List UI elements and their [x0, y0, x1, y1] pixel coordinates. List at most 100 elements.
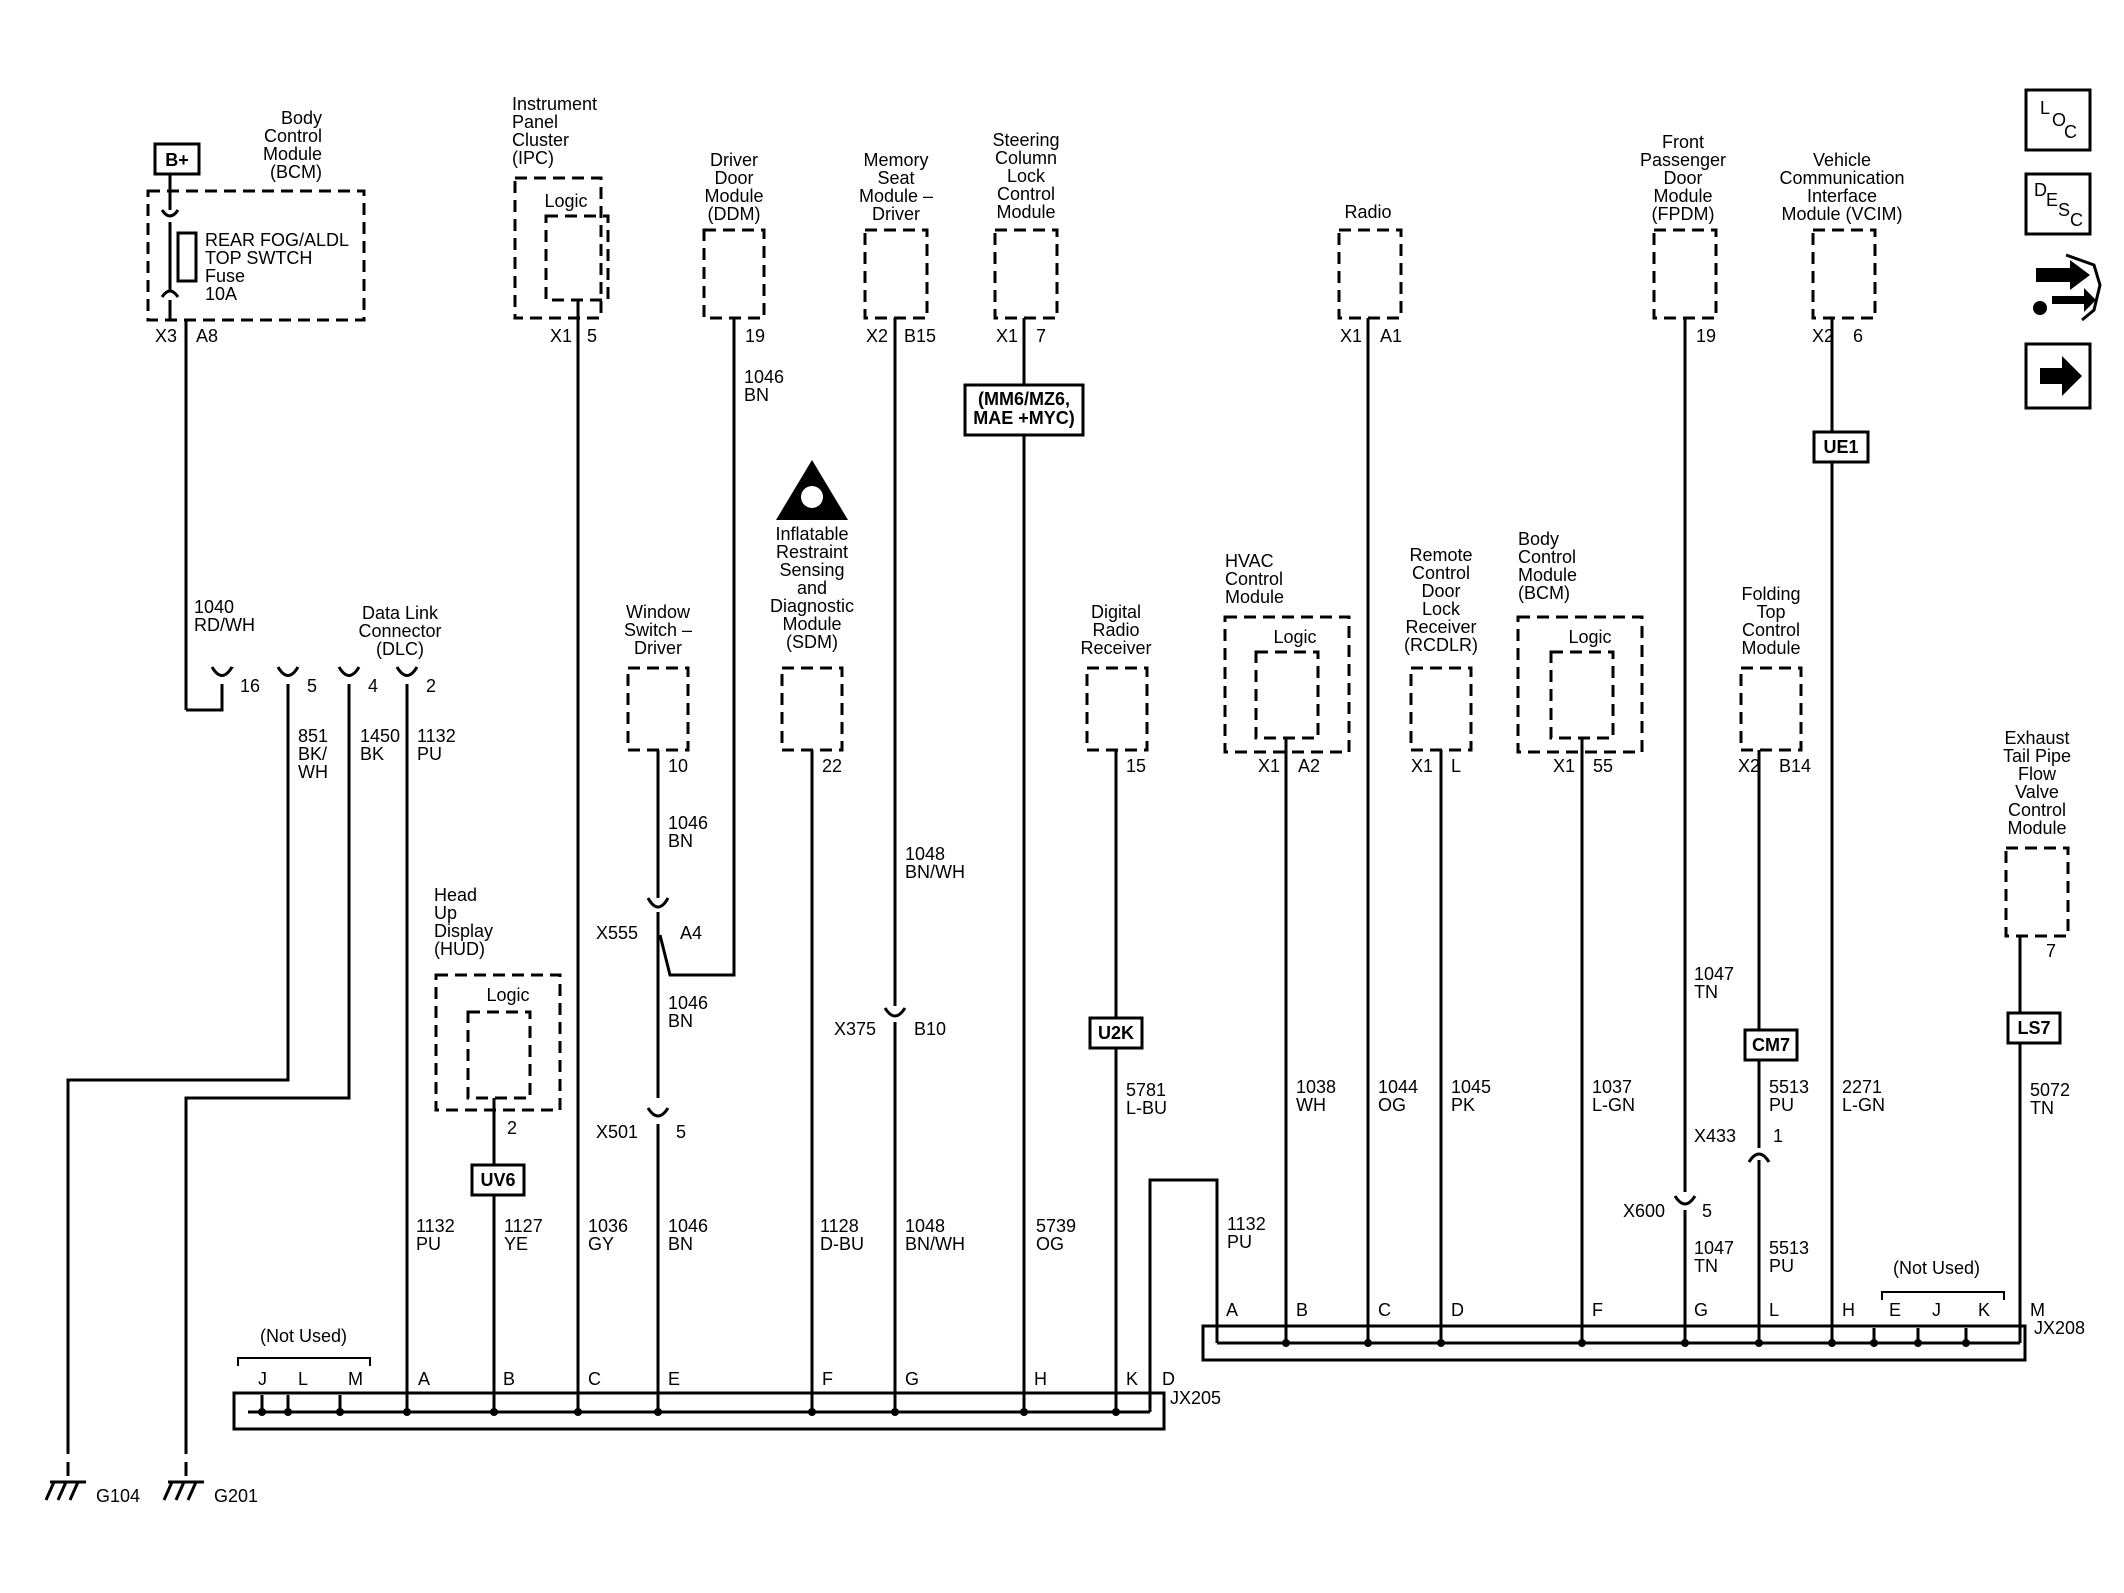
svg-text:1047: 1047: [1694, 964, 1734, 984]
exhaust-valve-control-module: Exhaust Tail Pipe Flow Valve Control Mod…: [2003, 728, 2071, 1045]
svg-text:Module: Module: [1653, 186, 1712, 206]
svg-text:1450: 1450: [360, 726, 400, 746]
svg-text:1048: 1048: [905, 844, 945, 864]
svg-text:PU: PU: [1227, 1232, 1252, 1252]
svg-text:7: 7: [1036, 326, 1046, 346]
svg-text:JX205: JX205: [1170, 1388, 1221, 1408]
svg-text:L-GN: L-GN: [1592, 1095, 1635, 1115]
svg-text:2271: 2271: [1842, 1077, 1882, 1097]
svg-text:1036: 1036: [588, 1216, 628, 1236]
radio-module: Radio X1 A1: [1337, 202, 1403, 346]
description-button[interactable]: D E S C: [2024, 172, 2092, 236]
svg-text:851: 851: [298, 726, 328, 746]
svg-text:Top: Top: [1756, 602, 1785, 622]
svg-text:Module: Module: [1225, 587, 1284, 607]
svg-text:X1: X1: [996, 326, 1018, 346]
svg-text:Receiver: Receiver: [1405, 617, 1476, 637]
svg-text:Front: Front: [1662, 132, 1704, 152]
svg-text:Driver: Driver: [872, 204, 920, 224]
svg-text:Door: Door: [714, 168, 753, 188]
svg-text:Instrument: Instrument: [512, 94, 597, 114]
svg-text:Receiver: Receiver: [1080, 638, 1151, 658]
svg-text:C: C: [2070, 210, 2083, 230]
svg-text:Control: Control: [1742, 620, 1800, 640]
svg-text:5: 5: [676, 1122, 686, 1142]
next-arrow-button[interactable]: [2024, 342, 2092, 410]
svg-text:(Not Used): (Not Used): [260, 1326, 347, 1346]
svg-text:Restraint: Restraint: [776, 542, 848, 562]
svg-text:Control: Control: [2008, 800, 2066, 820]
svg-text:1127: 1127: [504, 1216, 543, 1236]
svg-text:X1: X1: [1553, 756, 1575, 776]
jx205-connector: (Not Used) JX205 J L M A B C E F G H K D: [232, 1326, 1221, 1431]
svg-text:L: L: [2040, 98, 2050, 118]
fuse-type: Fuse: [205, 266, 245, 286]
svg-text:Control: Control: [997, 184, 1055, 204]
svg-text:Module (VCIM): Module (VCIM): [1781, 204, 1902, 224]
jx205-pin-letters: J L M A B C E F G H K D: [258, 1369, 1175, 1389]
svg-text:Driver: Driver: [634, 638, 682, 658]
svg-text:D: D: [1451, 1300, 1464, 1320]
option-badge: CM7: [1752, 1035, 1790, 1055]
svg-text:55: 55: [1593, 756, 1613, 776]
svg-text:BN: BN: [668, 831, 693, 851]
svg-text:X1: X1: [1411, 756, 1433, 776]
svg-text:Driver: Driver: [710, 150, 758, 170]
svg-text:Flow: Flow: [2018, 764, 2057, 784]
svg-text:19: 19: [1696, 326, 1716, 346]
svg-text:Switch –: Switch –: [624, 620, 692, 640]
svg-text:L: L: [298, 1369, 308, 1389]
svg-text:Radio: Radio: [1344, 202, 1391, 222]
fuse-name: REAR FOG/ALDL: [205, 230, 349, 250]
svg-text:OG: OG: [1378, 1095, 1406, 1115]
svg-text:Data Link: Data Link: [362, 603, 439, 623]
svg-text:S: S: [2058, 200, 2070, 220]
svg-text:X433: X433: [1694, 1126, 1736, 1146]
svg-text:BN: BN: [668, 1234, 693, 1254]
pin-label: X3: [155, 326, 177, 346]
svg-text:Sensing: Sensing: [779, 560, 844, 580]
svg-text:Body: Body: [1518, 529, 1559, 549]
svg-text:A4: A4: [680, 923, 702, 943]
hud-module: Head Up Display (HUD) Logic 2 UV6: [434, 885, 562, 1197]
svg-text:WH: WH: [1296, 1095, 1326, 1115]
location-button[interactable]: L O C: [2024, 88, 2092, 152]
svg-text:X1: X1: [1340, 326, 1362, 346]
svg-text:X501: X501: [596, 1122, 638, 1142]
svg-text:1045: 1045: [1451, 1077, 1491, 1097]
connector-tool-icon[interactable]: [2033, 253, 2102, 322]
svg-text:Module: Module: [782, 614, 841, 634]
svg-text:Control: Control: [1518, 547, 1576, 567]
svg-text:6: 6: [1853, 326, 1863, 346]
svg-text:Control: Control: [1225, 569, 1283, 589]
svg-text:1046: 1046: [668, 1216, 708, 1236]
folding-top-control-module: Folding Top Control Module X2 B14 CM7: [1738, 584, 1811, 1062]
svg-text:1046: 1046: [668, 813, 708, 833]
dlc-connector: Data Link Connector (DLC) 16 5 4 2: [210, 603, 442, 696]
svg-text:1132: 1132: [416, 1216, 455, 1236]
digital-radio-receiver: Digital Radio Receiver 15 U2K: [1080, 602, 1152, 1050]
svg-text:Inflatable: Inflatable: [775, 524, 848, 544]
svg-text:Module: Module: [2007, 818, 2066, 838]
svg-text:(IPC): (IPC): [512, 148, 554, 168]
svg-text:Lock: Lock: [1422, 599, 1461, 619]
svg-text:Communication: Communication: [1779, 168, 1904, 188]
svg-text:D-BU: D-BU: [820, 1234, 864, 1254]
svg-text:B10: B10: [914, 1019, 946, 1039]
svg-text:Radio: Radio: [1092, 620, 1139, 640]
svg-text:2: 2: [507, 1118, 517, 1138]
svg-text:Tail Pipe: Tail Pipe: [2003, 746, 2071, 766]
svg-text:B: B: [503, 1369, 515, 1389]
svg-text:X2: X2: [866, 326, 888, 346]
svg-text:WH: WH: [298, 762, 328, 782]
svg-text:1128: 1128: [820, 1216, 859, 1236]
memory-seat-module: Memory Seat Module – Driver X2 B15: [859, 150, 936, 346]
option-badge: UE1: [1823, 437, 1858, 457]
svg-text:L: L: [1451, 756, 1461, 776]
svg-text:C: C: [1378, 1300, 1391, 1320]
ground-g104: G104: [44, 1440, 140, 1506]
svg-text:Window: Window: [626, 602, 691, 622]
svg-text:D: D: [1162, 1369, 1175, 1389]
svg-text:L-GN: L-GN: [1842, 1095, 1885, 1115]
ipc-module: Instrument Panel Cluster (IPC) Logic X1 …: [512, 94, 610, 346]
